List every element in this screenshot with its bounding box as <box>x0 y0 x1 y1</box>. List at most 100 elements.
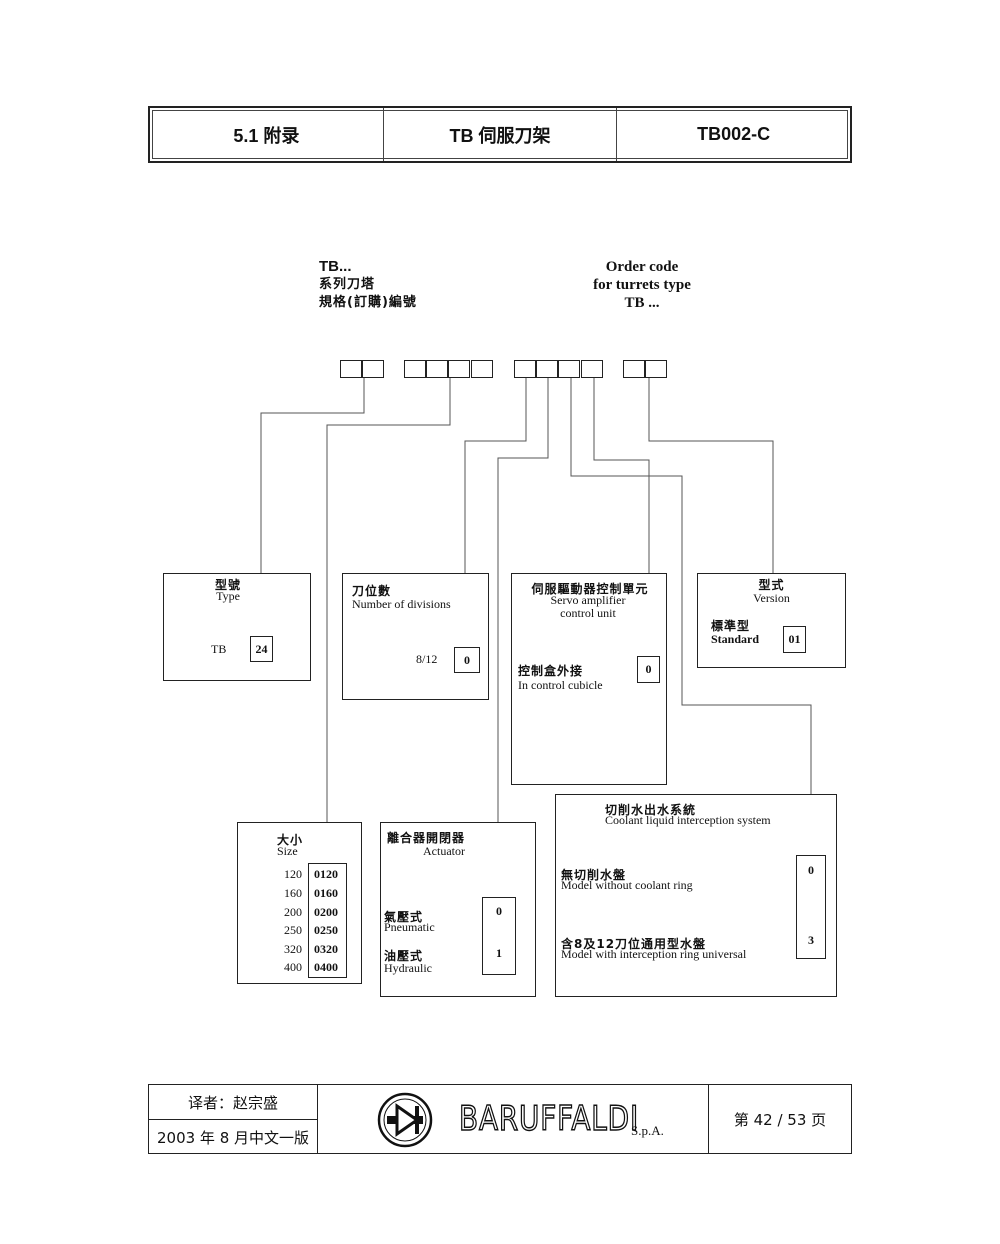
type-box: 型號 Type TB 24 <box>163 573 311 681</box>
footer-translator: 译者：赵宗盛 <box>149 1085 317 1120</box>
divisions-value: 0 <box>454 647 480 673</box>
size-zh: 大小 <box>277 833 304 847</box>
actuator-opt2-value: 1 <box>496 946 502 960</box>
actuator-value-column <box>482 897 516 975</box>
actuator-box: 離合器開閉器 Actuator 氣壓式 Pneumatic 油壓式 Hydrau… <box>380 822 536 997</box>
brand-logo-icon <box>377 1092 433 1148</box>
size-row-label: 160 <box>284 886 302 900</box>
digit-box <box>426 360 448 378</box>
title-left-line2: 系列刀塔 <box>319 277 376 292</box>
footer-edition: 2003 年 8 月中文一版 <box>156 1128 310 1147</box>
size-row-label: 250 <box>284 923 302 937</box>
header-section: 5.1 附录 <box>150 108 384 161</box>
connector-type <box>260 378 365 641</box>
type-zh: 型號 <box>214 578 241 592</box>
size-row-label: 320 <box>284 942 302 956</box>
footer-page: 第 42 / 53 页 <box>708 1085 851 1153</box>
digit-box <box>645 360 667 378</box>
size-row-value: 0250 <box>314 923 338 937</box>
digit-box <box>623 360 645 378</box>
coolant-en: Coolant liquid interception system <box>605 813 771 827</box>
header-title: TB 伺服刀架 <box>384 108 618 161</box>
size-row-value: 0160 <box>314 886 338 900</box>
servo-box: 伺服驅動器控制單元 Servo amplifier control unit 控… <box>511 573 667 785</box>
size-row-value: 0120 <box>314 867 338 881</box>
digit-box <box>340 360 362 378</box>
version-opt-en: Standard <box>711 632 760 646</box>
connector-divisions <box>464 378 527 650</box>
servo-zh: 伺服驅動器控制單元 <box>531 582 649 596</box>
brand-suffix: S.p.A. <box>631 1123 664 1138</box>
header-table: 5.1 附录 TB 伺服刀架 TB002-C <box>148 106 852 163</box>
size-row-label: 400 <box>284 960 302 974</box>
digit-box <box>471 360 493 378</box>
digit-box <box>362 360 384 378</box>
servo-en1: Servo amplifier <box>550 593 626 607</box>
digit-box <box>558 360 580 378</box>
brand-name: BARUFFALDI <box>458 1098 639 1140</box>
coolant-zh: 切削水出水系統 <box>605 803 697 817</box>
servo-opt-en: In control cubicle <box>518 678 603 692</box>
version-en: Version <box>753 591 790 605</box>
title-left-line1: TB... <box>319 258 352 275</box>
footer-info: 译者：赵宗盛 2003 年 8 月中文一版 <box>149 1085 318 1153</box>
actuator-zh: 離合器開閉器 <box>387 831 466 845</box>
title-right-line3: TB ... <box>624 295 660 311</box>
size-row-value: 0400 <box>314 960 338 974</box>
digit-box <box>581 360 603 378</box>
actuator-opt2-en: Hydraulic <box>384 961 432 975</box>
title-right-line1: Order code <box>605 259 679 275</box>
actuator-en: Actuator <box>423 844 465 858</box>
type-value: 24 <box>250 636 273 662</box>
type-en: Type <box>216 589 240 603</box>
size-value-column <box>308 863 347 978</box>
digit-box <box>448 360 470 378</box>
title-right-line2: for turrets type <box>593 277 691 293</box>
size-row-value: 0200 <box>314 905 338 919</box>
connector-version <box>648 378 774 620</box>
header-code: TB002-C <box>697 124 771 144</box>
servo-opt-zh: 控制盒外接 <box>518 664 584 678</box>
digit-box <box>514 360 536 378</box>
version-zh: 型式 <box>758 578 785 592</box>
footer-brand: BARUFFALDI S.p.A. <box>317 1085 709 1153</box>
actuator-opt1-en: Pneumatic <box>384 920 435 934</box>
size-en: Size <box>277 844 298 858</box>
connector-servo <box>593 378 650 656</box>
version-value: 01 <box>783 626 806 653</box>
title-left: TB... 系列刀塔 規格(訂購)編號 <box>319 258 417 312</box>
version-box: 型式 Version 標準型 Standard 01 <box>697 573 846 668</box>
divisions-box: 刀位數 Number of divisions 8/12 0 <box>342 573 489 700</box>
size-row-label: 200 <box>284 905 302 919</box>
title-right: Order code for turrets type TB ... <box>560 258 724 312</box>
size-box: 大小 Size 120 0120 160 0160 200 0200 250 0… <box>237 822 362 984</box>
actuator-opt2-zh: 油壓式 <box>384 949 424 963</box>
divisions-label: 8/12 <box>416 652 438 666</box>
coolant-opt1-zh: 無切削水盤 <box>561 868 627 882</box>
divisions-en: Number of divisions <box>352 597 451 611</box>
size-row-value: 0320 <box>314 942 338 956</box>
type-label: TB <box>211 642 227 656</box>
coolant-opt1-value: 0 <box>808 863 814 877</box>
actuator-opt1-value: 0 <box>496 904 502 918</box>
digit-box <box>536 360 558 378</box>
servo-value: 0 <box>637 656 660 683</box>
footer-table: 译者：赵宗盛 2003 年 8 月中文一版 BARUFFALDI S.p.A. … <box>148 1084 852 1154</box>
coolant-opt2-zh: 含8及12刀位通用型水盤 <box>561 937 707 951</box>
connector-size <box>326 378 451 862</box>
servo-en2: control unit <box>560 606 616 620</box>
version-opt-zh: 標準型 <box>711 619 751 633</box>
connector-coolant <box>570 378 812 856</box>
actuator-opt1-zh: 氣壓式 <box>384 910 424 924</box>
coolant-value-column <box>796 855 826 959</box>
size-row-label: 120 <box>284 867 302 881</box>
connector-actuator <box>497 378 549 903</box>
coolant-box: 切削水出水系統 Coolant liquid interception syst… <box>555 794 837 997</box>
coolant-opt1-en: Model without coolant ring <box>561 878 693 892</box>
digit-box <box>404 360 426 378</box>
coolant-opt2-value: 3 <box>808 933 814 947</box>
title-left-line3: 規格(訂購)編號 <box>319 295 417 310</box>
coolant-opt2-en: Model with interception ring universal <box>561 947 747 961</box>
divisions-zh: 刀位數 <box>352 584 392 598</box>
